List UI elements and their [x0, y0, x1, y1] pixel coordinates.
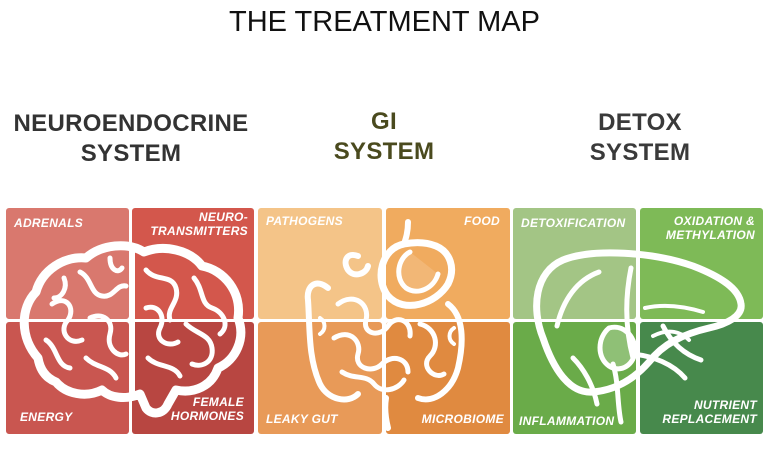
- label-line: METHYLATION: [665, 228, 755, 242]
- gi-panel: PATHOGENS FOOD LEAKY GUT MICROBIOME: [258, 208, 510, 434]
- label-line: NUTRIENT: [693, 398, 757, 412]
- heading-line: SYSTEM: [333, 138, 435, 165]
- heading-line: DETOX: [598, 109, 682, 136]
- detox-heading: DETOX SYSTEM: [512, 108, 768, 168]
- label-line: MICROBIOME: [421, 412, 504, 426]
- label-line: NEURO-: [198, 210, 248, 224]
- label-nutrient-replacement: NUTRIENT REPLACEMENT: [662, 398, 757, 426]
- heading-line: NEUROENDOCRINE: [13, 110, 249, 137]
- page-title: THE TREATMENT MAP: [229, 6, 540, 38]
- neuroendocrine-heading: NEUROENDOCRINE SYSTEM: [0, 109, 262, 169]
- gi-heading: GI SYSTEM: [258, 107, 510, 167]
- label-leaky-gut: LEAKY GUT: [266, 412, 338, 426]
- label-line: INFLAMMATION: [519, 414, 615, 428]
- label-line: DETOXIFICATION: [521, 216, 626, 230]
- label-line: FEMALE: [192, 395, 244, 409]
- label-inflammation: INFLAMMATION: [519, 414, 614, 428]
- label-line: LEAKY GUT: [266, 412, 338, 426]
- label-line: FOOD: [464, 214, 500, 228]
- label-line: ENERGY: [20, 410, 73, 424]
- label-line: REPLACEMENT: [662, 412, 757, 426]
- heading-line: SYSTEM: [80, 140, 182, 167]
- label-microbiome: MICROBIOME: [422, 412, 504, 426]
- label-neurotransmitters: NEURO- TRANSMITTERS: [150, 210, 248, 238]
- label-detoxification: DETOXIFICATION: [521, 216, 625, 230]
- label-line: OXIDATION &: [673, 214, 755, 228]
- neuroendocrine-panel: ADRENALS NEURO- TRANSMITTERS ENERGY FEMA…: [6, 208, 254, 434]
- heading-line: SYSTEM: [589, 139, 691, 166]
- detox-panel: DETOXIFICATION OXIDATION & METHYLATION I…: [513, 208, 763, 434]
- label-line: PATHOGENS: [266, 214, 343, 228]
- heading-line: GI: [371, 108, 397, 135]
- label-food: FOOD: [464, 214, 500, 228]
- label-line: ADRENALS: [14, 216, 84, 230]
- label-energy: ENERGY: [20, 410, 72, 424]
- label-line: TRANSMITTERS: [150, 224, 248, 238]
- label-adrenals: ADRENALS: [14, 216, 83, 230]
- label-oxidation-methylation: OXIDATION & METHYLATION: [666, 214, 755, 242]
- label-female-hormones: FEMALE HORMONES: [171, 395, 244, 423]
- label-pathogens: PATHOGENS: [266, 214, 343, 228]
- label-line: HORMONES: [170, 409, 244, 423]
